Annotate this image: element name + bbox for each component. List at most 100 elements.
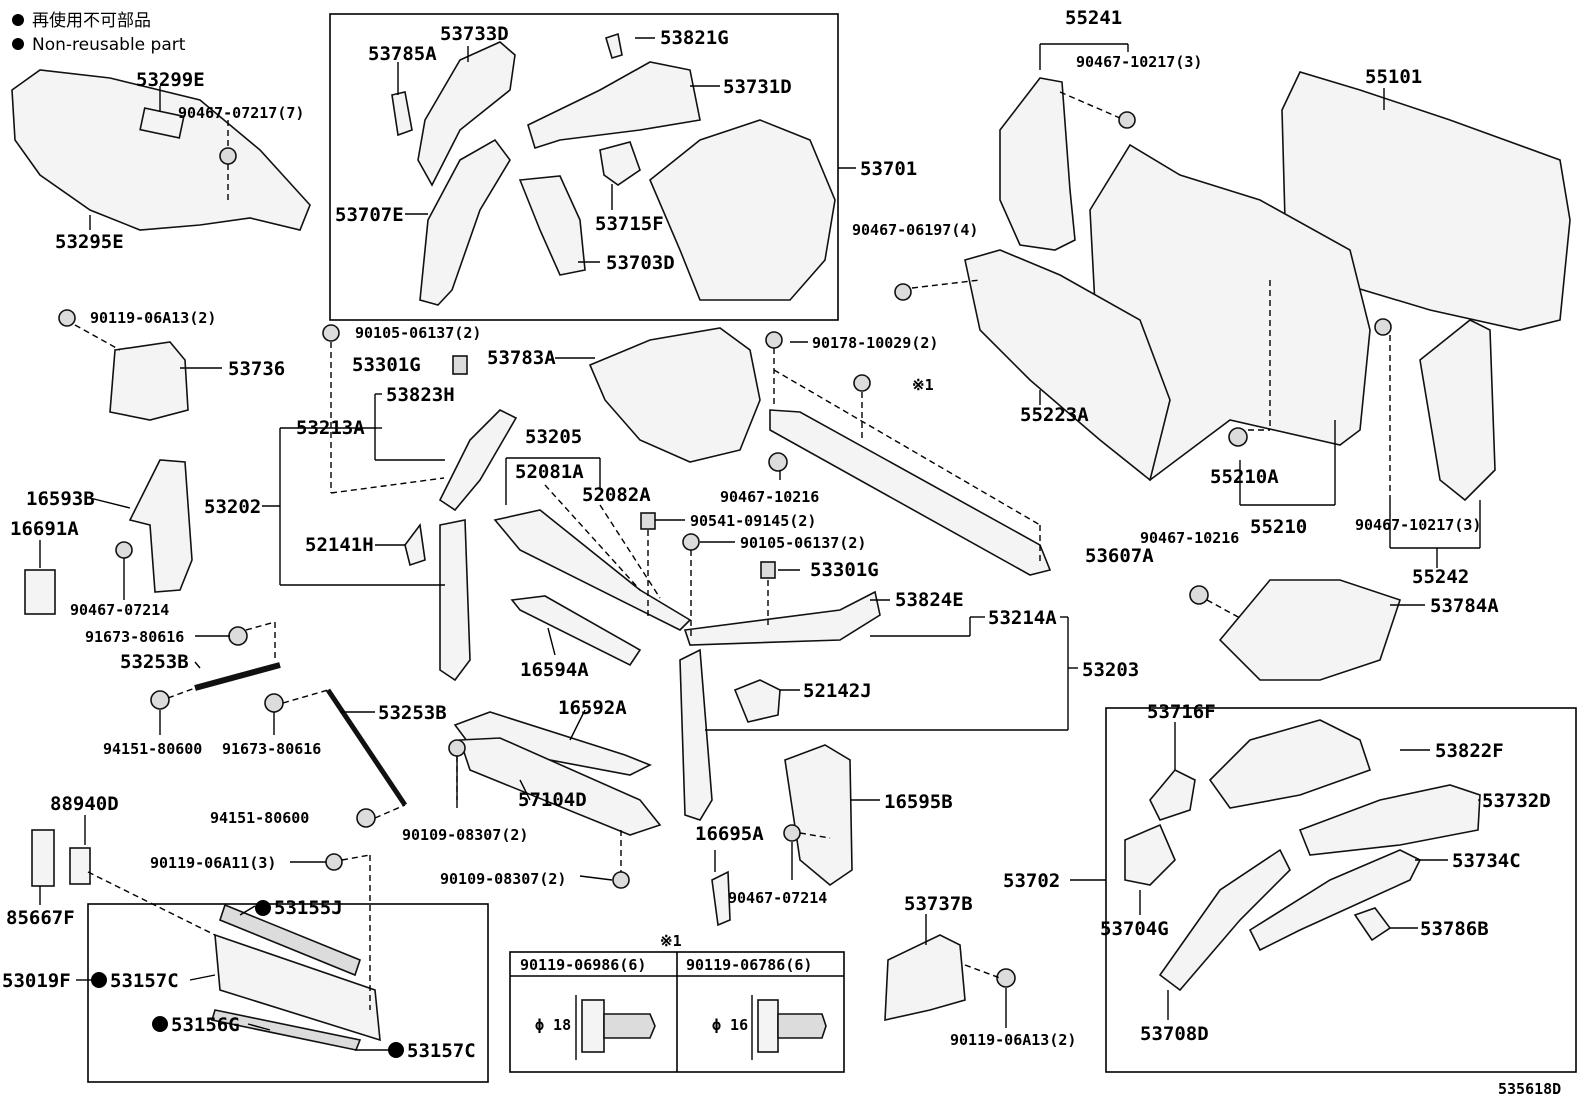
label-53716F: 53716F: [1147, 701, 1216, 723]
label-55101: 55101: [1365, 66, 1422, 88]
note-table-col1-header: 90119-06986(6): [520, 956, 646, 974]
clip-90467-06197-icon: [894, 283, 912, 301]
bolt-90119-06786-icon: [757, 999, 779, 1053]
note-table-mark: ※1: [660, 932, 682, 950]
part-53707E-shape: [419, 138, 511, 306]
nut-94151-80600-b-icon: [356, 808, 376, 828]
part-52141H-shape: [404, 522, 426, 567]
part-53783A-shape: [588, 327, 761, 463]
bolt-90178-10029-icon: [765, 331, 783, 349]
label-16593B: 16593B: [26, 488, 95, 510]
bolt-90119-06A13-a-icon: [58, 309, 76, 327]
group-box-53702: [1105, 707, 1577, 1073]
label-90105-06137-a: 90105-06137(2): [355, 324, 481, 342]
label-90541-09145: 90541-09145(2): [690, 512, 816, 530]
part-55223A-shape: [964, 249, 1171, 482]
label-53157C-a: 53157C: [110, 970, 179, 992]
label-53299E: 53299E: [136, 69, 205, 91]
part-53703D-shape: [518, 175, 586, 276]
part-53214A-shape: [683, 590, 881, 646]
label-53824E: 53824E: [895, 589, 964, 611]
part-53785A-shape: [391, 91, 413, 137]
label-53253B-b: 53253B: [378, 702, 447, 724]
label-53785A: 53785A: [368, 43, 437, 65]
note-table-col1-dim: ϕ 18: [535, 1016, 571, 1034]
note-table-col2-dim: ϕ 16: [712, 1016, 748, 1034]
part-53732D-shape: [1298, 784, 1481, 856]
bolt-90467-07214-a-icon: [115, 541, 133, 559]
label-53783A: 53783A: [487, 347, 556, 369]
label-53784A: 53784A: [1430, 595, 1499, 617]
label-16595B: 16595B: [884, 791, 953, 813]
label-90109-08307-b: 90109-08307(2): [440, 870, 566, 888]
label-53704G: 53704G: [1100, 918, 1169, 940]
part-53736-shape: [109, 341, 189, 421]
label-53157C-b: 53157C: [407, 1040, 476, 1062]
part-53737B-shape: [884, 934, 966, 1022]
bolt-90119-06986-shank-icon: [603, 1013, 656, 1039]
label-55210A: 55210A: [1210, 466, 1279, 488]
label-53607A: 53607A: [1085, 545, 1154, 567]
label-53823H: 53823H: [386, 384, 455, 406]
label-53731D: 53731D: [723, 76, 792, 98]
cap-53301G-a-icon: [452, 355, 468, 375]
part-16695A-shape: [711, 870, 731, 927]
bolt-90105-06137-a-icon: [322, 324, 340, 342]
clip-90467-10216-b-icon: [1189, 585, 1209, 605]
bolt-91673-80616-b-icon: [264, 693, 284, 713]
label-note1: ※1: [912, 376, 934, 394]
part-53708D-shape: [1158, 848, 1291, 992]
legend-dot-jp: [12, 14, 24, 26]
legend-dot-en: [12, 38, 24, 50]
part-53786B-shape: [1353, 907, 1392, 942]
label-53707E: 53707E: [335, 204, 404, 226]
legend-jp-text: 再使用不可部品: [32, 10, 151, 31]
label-52142J: 52142J: [803, 680, 872, 702]
part-53821G-shape: [605, 32, 623, 59]
part-16593B-shape: [128, 459, 193, 593]
part-53704G-shape: [1124, 823, 1176, 886]
label-53708D: 53708D: [1140, 1023, 1209, 1045]
note-table-col2-header: 90119-06786(6): [686, 956, 812, 974]
part-53716F-main-shape: [1208, 719, 1372, 809]
part-52142J-shape: [733, 679, 781, 723]
label-16594A: 16594A: [520, 659, 589, 681]
part-53715F-shape: [599, 141, 641, 186]
label-55210: 55210: [1250, 516, 1307, 538]
label-90178-10029: 90178-10029(2): [812, 334, 938, 352]
part-55242-shape: [1419, 319, 1496, 502]
group-box-53019F: [87, 903, 489, 1083]
part-57104D-shape: [458, 737, 662, 836]
label-16691A: 16691A: [10, 518, 79, 540]
part-53701-shape: [649, 119, 836, 301]
label-53301G-a: 53301G: [352, 354, 421, 376]
label-90467-07214-b: 90467-07214: [728, 889, 827, 907]
label-90467-06197: 90467-06197(4): [852, 221, 978, 239]
label-91673-80616-b: 91673-80616: [222, 740, 321, 758]
label-53205: 53205: [525, 426, 582, 448]
bolt-note1-icon: [853, 374, 871, 392]
label-53734C: 53734C: [1452, 850, 1521, 872]
legend-en-text: Non-reusable part: [32, 35, 186, 55]
cap-53301G-b-icon: [760, 561, 776, 579]
part-labels: 53299E 90467-07217(7) 53295E 53785A 5373…: [2, 7, 1561, 1098]
label-52141H: 52141H: [305, 534, 374, 556]
fasteners: [58, 111, 1392, 988]
label-91673-80616-a: 91673-80616: [85, 628, 184, 646]
label-53019F: 53019F: [2, 970, 71, 992]
part-53733D-shape: [417, 41, 516, 187]
label-88940D: 88940D: [50, 793, 119, 815]
label-90467-10217-b: 90467-10217(3): [1355, 516, 1481, 534]
label-57104D: 57104D: [518, 789, 587, 811]
non-reusable-dot-53155J: [255, 900, 271, 916]
clip-90467-10216-a-icon: [768, 452, 788, 472]
label-55223A: 55223A: [1020, 404, 1089, 426]
label-53253B-a: 53253B: [120, 651, 189, 673]
label-53701: 53701: [860, 158, 917, 180]
label-53715F: 53715F: [595, 213, 664, 235]
label-53703D: 53703D: [606, 252, 675, 274]
nut-94151-80600-a-icon: [150, 690, 170, 710]
label-90467-10216-a: 90467-10216: [720, 488, 819, 506]
part-85667F-shape: [31, 829, 55, 887]
